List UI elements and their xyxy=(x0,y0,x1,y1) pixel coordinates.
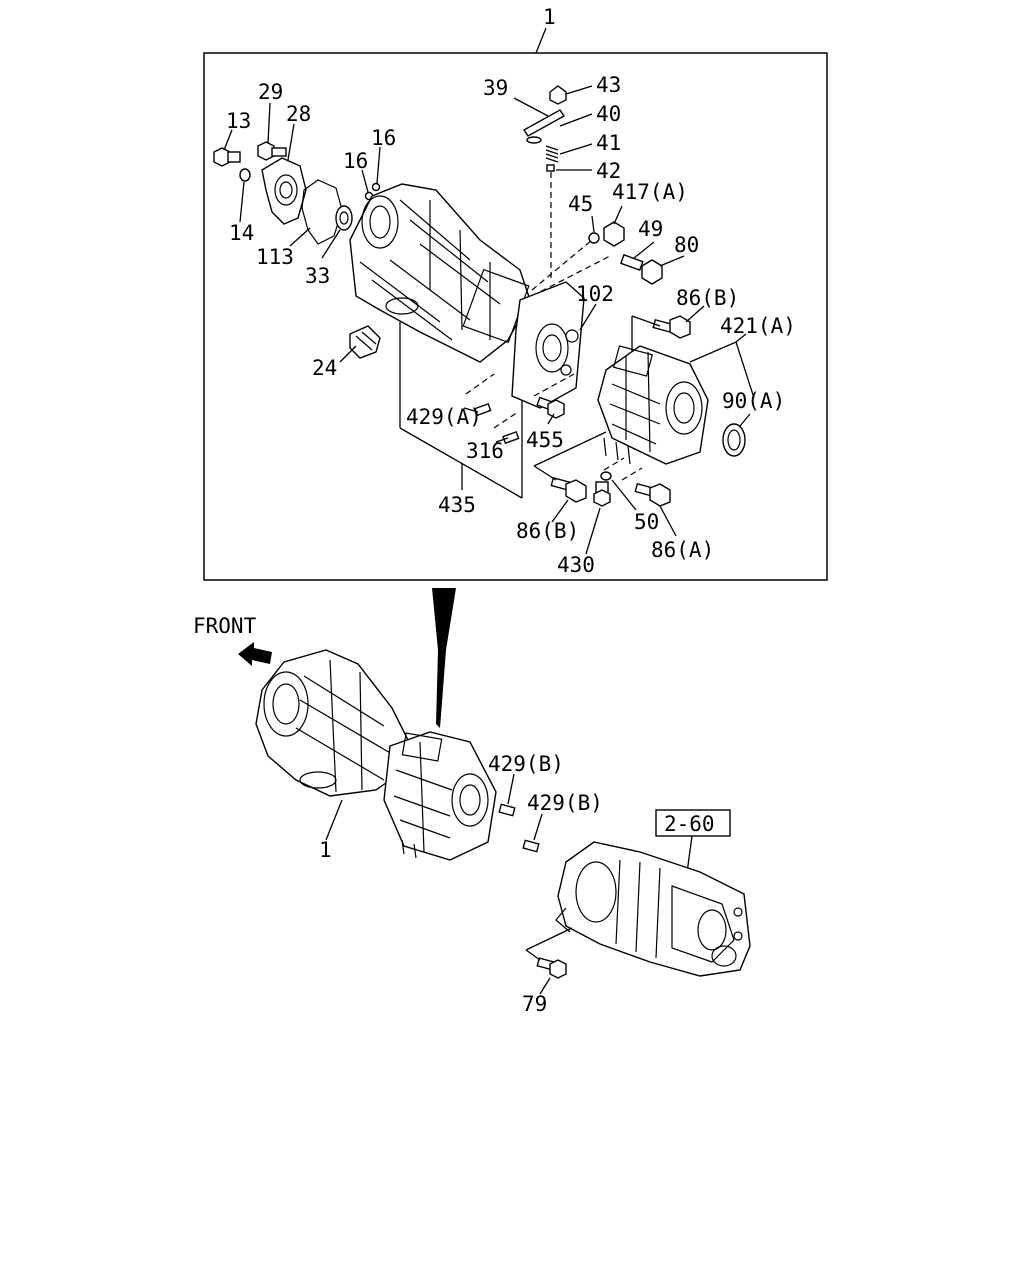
label-45: 45 xyxy=(568,192,593,216)
dowel-429b-1-icon xyxy=(498,803,516,817)
label-429a: 429(A) xyxy=(406,405,482,429)
label-429b-1: 429(B) xyxy=(488,752,564,776)
label-79: 79 xyxy=(522,992,547,1016)
label-29: 29 xyxy=(258,80,283,104)
spring-41-icon xyxy=(545,145,559,163)
plug-430-icon xyxy=(593,481,611,507)
label-90a: 90(A) xyxy=(722,389,785,413)
label-42: 42 xyxy=(596,159,621,183)
label-41: 41 xyxy=(596,131,621,155)
washer-14-icon xyxy=(239,168,251,182)
label-86b-bottom: 86(B) xyxy=(516,519,579,543)
plug-43-icon xyxy=(549,85,567,105)
label-16b: 16 xyxy=(371,126,396,150)
label-50: 50 xyxy=(634,510,659,534)
label-86a: 86(A) xyxy=(651,538,714,562)
ball-42-icon xyxy=(546,164,555,172)
label-86b-top: 86(B) xyxy=(676,286,739,310)
seal-90a-icon xyxy=(722,423,746,457)
bolt-417a-icon xyxy=(603,221,625,247)
seal-33-icon xyxy=(335,205,353,231)
plate-102-icon xyxy=(511,281,585,409)
label-43: 43 xyxy=(596,73,621,97)
bolt-13-icon xyxy=(213,147,241,167)
key-316-icon xyxy=(502,430,520,445)
label-24: 24 xyxy=(312,356,337,380)
bolt-86a-icon xyxy=(634,482,671,507)
label-80: 80 xyxy=(674,233,699,257)
transmission-assembly-lower-icon xyxy=(255,649,497,861)
label-13: 13 xyxy=(226,109,251,133)
washer-50-icon xyxy=(600,471,612,481)
callout-pointer xyxy=(432,588,456,728)
front-cover-group xyxy=(213,141,353,245)
extension-housing-421a-icon xyxy=(597,345,709,465)
label-430: 430 xyxy=(557,553,595,577)
ring-40-icon xyxy=(526,136,542,144)
label-39: 39 xyxy=(483,76,508,100)
bolt-86b-bottom-icon xyxy=(550,476,587,503)
ring-45-icon xyxy=(588,232,600,244)
label-33: 33 xyxy=(305,264,330,288)
cover-28-icon xyxy=(261,157,307,225)
dowel-429b-2-icon xyxy=(522,839,540,853)
label-421a: 421(A) xyxy=(720,314,796,338)
nut-80-icon xyxy=(641,259,663,285)
bolt-455-icon xyxy=(536,396,565,419)
label-assembly-top: 1 xyxy=(543,5,556,29)
label-assembly-bottom: 1 xyxy=(319,838,332,862)
bracket-24-icon xyxy=(349,325,381,359)
label-28: 28 xyxy=(286,102,311,126)
label-316: 316 xyxy=(466,439,504,463)
front-arrow-icon xyxy=(238,642,272,666)
label-417a: 417(A) xyxy=(612,180,688,204)
bolt-79-icon xyxy=(536,957,567,979)
label-435: 435 xyxy=(438,493,476,517)
label-40: 40 xyxy=(596,102,621,126)
detail-frame xyxy=(203,52,828,581)
front-label: FRONT xyxy=(193,614,257,638)
gasket-113-icon xyxy=(301,179,343,245)
bolt-29-icon xyxy=(257,141,287,161)
label-14: 14 xyxy=(229,221,254,245)
label-455: 455 xyxy=(526,428,564,452)
stud-49-icon xyxy=(619,253,644,272)
label-429b-2: 429(B) xyxy=(527,791,603,815)
label-ref-box: 2-60 xyxy=(664,812,715,836)
label-113: 113 xyxy=(256,245,294,269)
shaft-39-icon xyxy=(522,109,566,137)
transfer-case-icon xyxy=(555,841,751,977)
plug-16b-icon xyxy=(371,182,381,192)
label-102: 102 xyxy=(576,282,614,306)
label-16a: 16 xyxy=(343,149,368,173)
label-49: 49 xyxy=(638,217,663,241)
ref-box xyxy=(655,809,731,837)
bolt-86b-top-icon xyxy=(652,315,691,339)
